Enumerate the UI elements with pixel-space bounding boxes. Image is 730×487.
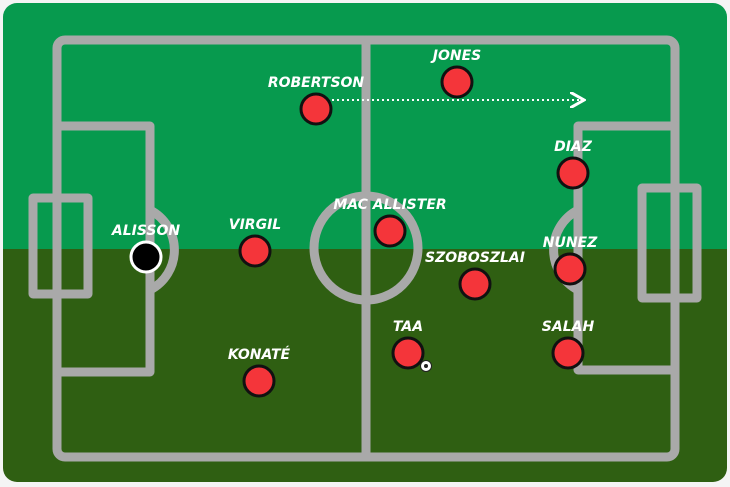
right-goal-area bbox=[637, 183, 702, 303]
player-marker[interactable] bbox=[391, 336, 425, 370]
player-nunez[interactable]: NUNEZ bbox=[543, 235, 598, 286]
player-label: ROBERTSON bbox=[268, 75, 365, 91]
player-jones[interactable]: JONES bbox=[430, 48, 481, 99]
player-label: NUNEZ bbox=[543, 235, 598, 251]
right-penalty-box bbox=[573, 121, 680, 375]
left-penalty-arc bbox=[145, 205, 179, 295]
player-label: MAC ALLISTER bbox=[333, 197, 446, 213]
player-label: DIAZ bbox=[554, 139, 593, 155]
player-marker[interactable] bbox=[299, 92, 333, 126]
player-marker[interactable] bbox=[440, 65, 474, 99]
football-icon bbox=[420, 360, 432, 372]
player-robertson[interactable]: ROBERTSON bbox=[268, 75, 365, 126]
player-mac-allister[interactable]: MAC ALLISTER bbox=[333, 197, 447, 248]
player-label: KONATÉ bbox=[228, 346, 291, 363]
left-goal-area bbox=[28, 193, 93, 299]
player-label: VIRGIL bbox=[229, 217, 281, 233]
player-marker[interactable] bbox=[553, 252, 587, 286]
center-circle bbox=[309, 191, 423, 305]
player-szoboszlai[interactable]: SZOBOSZLAI bbox=[425, 250, 525, 301]
player-label: SZOBOSZLAI bbox=[425, 250, 525, 266]
player-salah[interactable]: SALAH bbox=[542, 319, 595, 370]
player-alisson[interactable]: ALISSON bbox=[111, 223, 181, 274]
player-marker[interactable] bbox=[556, 156, 590, 190]
player-marker[interactable] bbox=[373, 214, 407, 248]
player-marker[interactable] bbox=[551, 336, 585, 370]
player-diaz[interactable]: DIAZ bbox=[554, 139, 593, 190]
player-marker[interactable] bbox=[238, 234, 272, 268]
player-marker[interactable] bbox=[458, 267, 492, 301]
player-marker[interactable] bbox=[242, 364, 276, 398]
player-label: ALISSON bbox=[111, 223, 181, 239]
player-konaté[interactable]: KONATÉ bbox=[228, 346, 291, 398]
player-label: TAA bbox=[393, 319, 423, 335]
player-marker[interactable] bbox=[129, 240, 163, 274]
player-label: JONES bbox=[430, 48, 481, 64]
player-virgil[interactable]: VIRGIL bbox=[229, 217, 281, 268]
player-label: SALAH bbox=[542, 319, 595, 335]
player-taa[interactable]: TAA bbox=[391, 319, 425, 370]
